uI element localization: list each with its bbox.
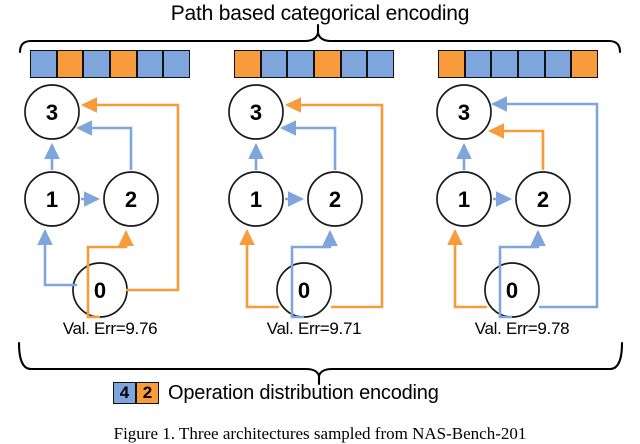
node-1 — [436, 171, 492, 227]
edge-0-3 — [490, 96, 599, 309]
page-title: Path based categorical encoding — [170, 2, 470, 25]
edge-0-1 — [37, 228, 77, 287]
encoding-cell[interactable] — [340, 50, 368, 78]
encoding-bar-3[interactable] — [438, 50, 598, 78]
encoding-bar-1[interactable] — [30, 50, 190, 78]
encoding-cell[interactable] — [287, 50, 314, 78]
edge-0-2 — [498, 229, 546, 319]
node-label-2: 2 — [536, 187, 550, 212]
encoding-cell[interactable] — [30, 50, 57, 78]
bottom-brace — [17, 341, 624, 386]
edge-0-1 — [239, 228, 279, 309]
encoding-cell[interactable] — [56, 50, 84, 78]
val-err-label-2: Val. Err=9.71 — [266, 319, 362, 338]
encoding-cell[interactable] — [464, 50, 492, 78]
encoding-cell[interactable] — [367, 50, 394, 78]
node-2 — [515, 171, 571, 227]
val-err-label-1: Val. Err=9.76 — [62, 319, 158, 338]
node-label-1: 1 — [457, 187, 471, 212]
arch-2-graph — [228, 84, 384, 319]
encoding-cell[interactable] — [163, 50, 190, 78]
node-label-1: 1 — [45, 187, 59, 212]
node-label-3: 3 — [457, 100, 471, 125]
encoding-cell[interactable] — [314, 50, 341, 78]
encoding-cell[interactable] — [438, 50, 465, 78]
node-3 — [24, 84, 80, 140]
node-3 — [228, 84, 284, 140]
node-label-3: 3 — [45, 100, 59, 125]
top-brace — [18, 23, 622, 54]
node-3 — [436, 84, 492, 140]
edge-0-1 — [447, 228, 487, 309]
encoding-cell[interactable] — [571, 50, 598, 78]
edge-0-3 — [80, 97, 180, 292]
node-label-0: 0 — [93, 278, 107, 303]
legend-cell-orange: 2 — [136, 382, 159, 404]
encoding-cell[interactable] — [136, 50, 164, 78]
node-1 — [228, 171, 284, 227]
legend-cell-blue: 4 — [113, 382, 136, 404]
node-label-2: 2 — [328, 187, 342, 212]
edge-2-3 — [487, 123, 545, 170]
encoding-cell[interactable] — [234, 50, 261, 78]
legend-label: Operation distribution encoding — [168, 382, 439, 404]
edge-2-3 — [75, 120, 133, 170]
edge-2-3 — [279, 120, 337, 170]
node-label-1: 1 — [249, 187, 263, 212]
node-label-3: 3 — [249, 100, 263, 125]
node-2 — [103, 171, 159, 227]
arch-3-graph — [436, 84, 599, 319]
encoding-cell[interactable] — [110, 50, 137, 78]
node-label-0: 0 — [505, 278, 519, 303]
arch-1-graph — [24, 84, 180, 319]
node-label-2: 2 — [124, 187, 138, 212]
encoding-cell[interactable] — [518, 50, 545, 78]
encoding-bar-2[interactable] — [234, 50, 394, 78]
encoding-cell[interactable] — [491, 50, 518, 78]
node-2 — [307, 171, 363, 227]
edge-0-3 — [284, 97, 384, 309]
figure-caption: Figure 1. Three architectures sampled fr… — [113, 424, 527, 443]
encoding-cell[interactable] — [544, 50, 572, 78]
node-1 — [24, 171, 80, 227]
node-label-0: 0 — [297, 278, 311, 303]
encoding-cell[interactable] — [260, 50, 288, 78]
edge-0-2 — [290, 229, 338, 319]
edge-0-2 — [86, 229, 134, 319]
val-err-label-3: Val. Err=9.78 — [474, 319, 570, 338]
encoding-cell[interactable] — [83, 50, 110, 78]
